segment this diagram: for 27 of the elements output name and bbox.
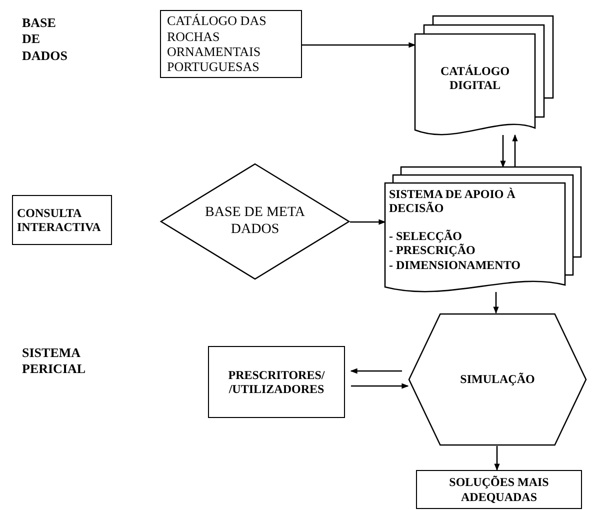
arrow [350, 219, 386, 225]
node-title: SISTEMA DE APOIO À DECISÃO [389, 187, 516, 216]
source-box [160, 10, 302, 78]
node-label: SIMULAÇÃO [460, 372, 535, 387]
process-box [208, 346, 345, 418]
arrow [494, 446, 500, 471]
arrow [351, 383, 409, 389]
list-item: - PRESCRIÇÃO [389, 243, 476, 258]
list-item: - DIMENSIONAMENTO [389, 258, 520, 272]
node-label: BASE DE META DADOS [205, 204, 305, 238]
list-item: - SELECÇÃO [389, 229, 462, 244]
decision-diamond [160, 163, 350, 280]
arrow [493, 292, 499, 314]
node-title: CATÁLOGO DIGITAL [439, 64, 511, 92]
node-label: CATÁLOGO DAS ROCHAS ORNAMENTAIS PORTUGUESAS [167, 13, 268, 75]
arrow [350, 368, 402, 374]
node-label: PRESCRITORES/ /UTILIZADORES [227, 368, 326, 396]
arrow [500, 135, 506, 168]
arrow [512, 134, 518, 167]
row-label: SISTEMA PERICIAL [22, 345, 87, 378]
arrow [302, 42, 416, 48]
hexagon [408, 313, 587, 446]
node-label: SOLUÇÕES MAIS ADEQUADAS [448, 475, 550, 504]
result-box [416, 470, 582, 509]
node-label: CONSULTA INTERACTIVA [17, 206, 102, 234]
category-box [12, 195, 112, 245]
row-label: BASE DE DADOS [22, 15, 69, 64]
